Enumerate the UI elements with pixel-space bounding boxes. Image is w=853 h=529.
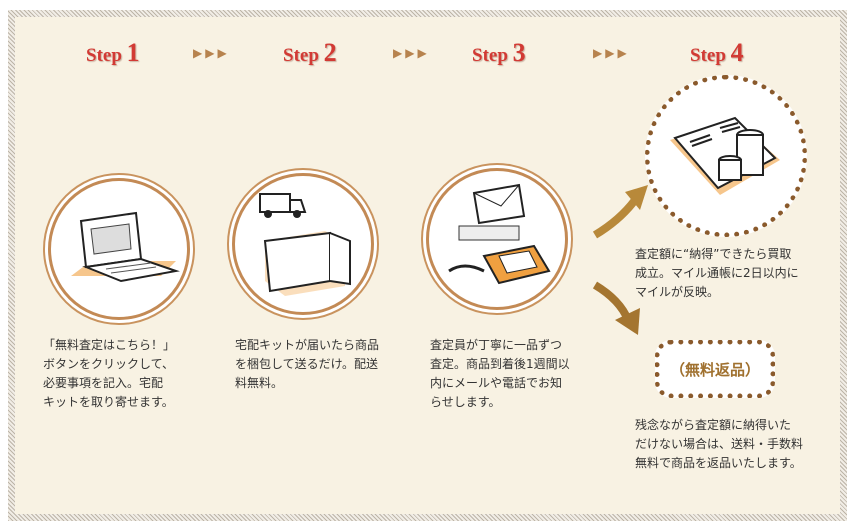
step-4-success-description: 査定額に“納得”できたら買取成立。マイル通帳に2日以内にマイルが反映。 <box>635 247 799 299</box>
step-2-heading: Step 2 <box>283 38 337 67</box>
passbook-illustration <box>645 75 807 237</box>
step-3-heading: Step 3 <box>472 38 526 67</box>
passbook-coins-icon <box>670 116 780 195</box>
step-2-description: 宅配キットが届いたら商品を梱包して送るだけ。配送料無料。 <box>235 338 380 390</box>
arrow-separator: ▶▶▶ <box>593 46 630 60</box>
arrow-separator: ▶▶▶ <box>193 46 230 60</box>
laptop-icon <box>71 211 180 283</box>
delivery-illustration <box>232 173 374 315</box>
envelope-phone-icon <box>448 183 551 285</box>
step-1-heading: Step 1 <box>86 38 140 67</box>
mail-phone-illustration <box>426 168 568 310</box>
step-3-description: 査定員が丁寧に一品ずつ査定。商品到着後1週間以内にメールや電話でお知らせします。 <box>430 338 570 409</box>
laptop-illustration <box>48 178 190 320</box>
free-return-badge: （無料返品） <box>655 340 775 398</box>
step-4-return-description: 残念ながら査定額に納得いただけない場合は、送料・手数料無料で商品を返品いたします… <box>635 418 804 470</box>
step-1-description: 「無料査定はこちら！」ボタンをクリックして、必要事項を記入。宅配キットを取り寄せ… <box>43 338 176 409</box>
curved-arrows <box>592 185 648 335</box>
arrow-separator: ▶▶▶ <box>393 46 430 60</box>
step-4-heading: Step 4 <box>690 38 744 67</box>
truck-box-icon <box>259 193 351 296</box>
